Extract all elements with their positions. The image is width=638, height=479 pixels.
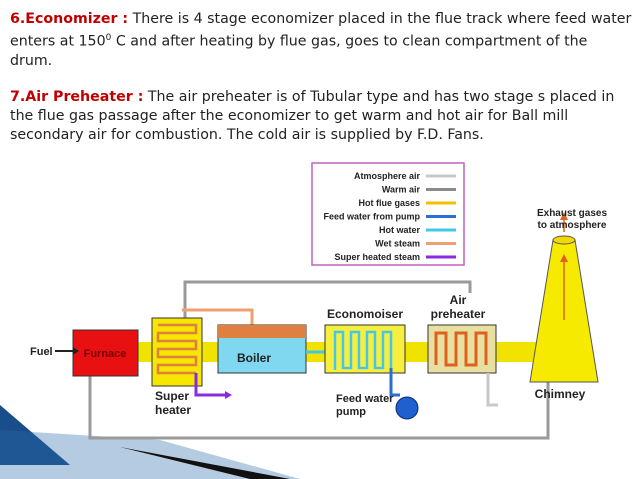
boiler-label: Boiler: [237, 351, 271, 365]
feed-water-pump: [395, 396, 419, 420]
economiser-label: Economoiser: [327, 307, 403, 321]
super-heater-label-1: Super: [155, 389, 189, 403]
economizer-text-end: C and after heating by flue gas, goes to…: [10, 33, 588, 69]
super-heater-coil: [156, 323, 198, 375]
atmosphere-air-pipe: [486, 373, 498, 407]
legend-label: Hot water: [379, 225, 421, 235]
air-return-pipe: [88, 370, 550, 440]
degree-superscript: 0: [105, 33, 112, 43]
fuel-label: Fuel: [30, 346, 53, 358]
legend-label: Feed water from pump: [323, 212, 420, 222]
legend-label: Atmosphere air: [354, 171, 421, 181]
footer-band: [0, 405, 70, 465]
air-preheater-label-1: Air: [450, 293, 467, 307]
air-preheater-heading: 7.Air Preheater :: [10, 89, 144, 105]
economizer-text: There is 4 stage economizer placed in th…: [10, 11, 632, 50]
economiser-coil: [333, 330, 393, 370]
air-preheater-tubes: [434, 331, 488, 367]
air-preheater-label-2: preheater: [431, 307, 486, 321]
air-preheater-text: The air preheater is of Tubular type and…: [10, 89, 615, 143]
legend-box: [311, 162, 465, 266]
air-preheater-paragraph: 7.Air Preheater : The air preheater is o…: [10, 88, 632, 145]
footer-stripe: [120, 447, 290, 479]
legend-label: Super heated steam: [334, 252, 420, 262]
legend-label: Wet steam: [375, 239, 420, 249]
legend-label: Warm air: [382, 185, 421, 195]
warm-air-pipe: [183, 280, 472, 318]
super-heater: [151, 317, 203, 387]
chimney-flow-arrow: [560, 254, 568, 262]
wet-steam-pipe: [182, 308, 254, 330]
exhaust-label-1: Exhaust gases: [537, 208, 607, 219]
fuel-arrow: [73, 347, 79, 355]
economizer-heading: 6.Economizer :: [10, 11, 129, 27]
furnace-label: Furnace: [84, 348, 127, 360]
super-heated-steam-pipe: [194, 373, 225, 397]
chimney-label: Chimney: [535, 387, 586, 401]
exhaust-label-2: to atmosphere: [538, 220, 607, 231]
feed-pump-label-1: Feed water: [336, 393, 394, 405]
super-heater-label-2: heater: [155, 403, 191, 417]
steam-out-arrow: [225, 391, 232, 399]
legend-label: Hot flue gases: [358, 198, 420, 208]
economizer-paragraph: 6.Economizer : There is 4 stage economiz…: [10, 10, 632, 71]
feed-water-pipe: [389, 368, 400, 397]
feed-pump-label-2: pump: [336, 406, 366, 418]
boiler-steam-space: [218, 325, 306, 338]
chimney-top: [552, 235, 576, 245]
footer-shade: [0, 430, 300, 479]
exhaust-arrow: [560, 212, 568, 220]
furnace: [72, 329, 139, 377]
